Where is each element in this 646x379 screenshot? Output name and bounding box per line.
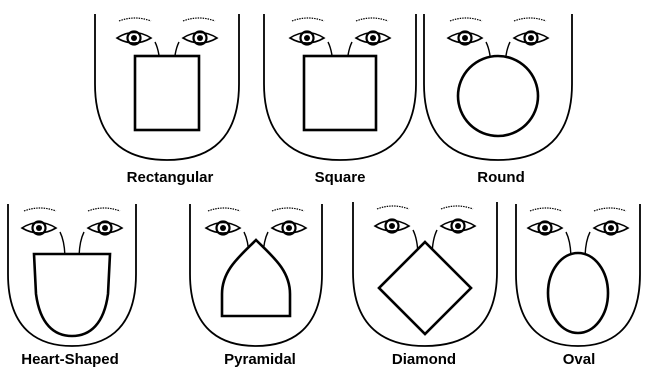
- label-pyramidal: Pyramidal: [224, 352, 296, 367]
- eye-icon: [272, 222, 306, 235]
- eye-icon: [375, 220, 409, 233]
- label-heart-shaped: Heart-Shaped: [21, 352, 119, 367]
- eye-icon: [290, 32, 324, 45]
- eye-icon: [88, 222, 122, 235]
- eyebrow: [208, 208, 240, 211]
- eye-icon: [448, 32, 482, 45]
- shape-pyramidal: [222, 240, 290, 316]
- eyebrow: [441, 206, 473, 209]
- label-rectangular: Rectangular: [127, 170, 214, 185]
- label-round: Round: [477, 170, 524, 185]
- eye-icon: [514, 32, 548, 45]
- eye-icon: [441, 220, 475, 233]
- face-square: [264, 14, 416, 160]
- eye-icon: [594, 222, 628, 235]
- eyebrow: [183, 18, 215, 21]
- face-oval: [516, 204, 640, 346]
- label-diamond: Diamond: [392, 352, 456, 367]
- eyebrow: [514, 18, 546, 21]
- eye-icon: [117, 32, 151, 45]
- eyebrow: [88, 208, 120, 211]
- eye-icon: [528, 222, 562, 235]
- label-square: Square: [315, 170, 366, 185]
- eyebrow: [594, 208, 626, 211]
- shape-rectangular: [135, 56, 199, 130]
- shape-heart-shaped: [34, 254, 110, 336]
- shape-oval: [548, 253, 608, 333]
- shape-diamond: [379, 242, 471, 334]
- face-round: [424, 14, 572, 160]
- eyebrow: [450, 18, 482, 21]
- eyebrow: [272, 208, 304, 211]
- face-heart-shaped: [8, 204, 136, 346]
- eyebrow: [377, 206, 409, 209]
- shape-square: [304, 56, 376, 130]
- eye-icon: [22, 222, 56, 235]
- eyebrow: [356, 18, 388, 21]
- eyebrow: [24, 208, 56, 211]
- eyebrow: [292, 18, 324, 21]
- face-pyramidal: [190, 204, 322, 346]
- eyebrow: [119, 18, 151, 21]
- face-diamond: [353, 202, 497, 346]
- label-oval: Oval: [563, 352, 596, 367]
- shape-round: [458, 56, 538, 136]
- eye-icon: [183, 32, 217, 45]
- face-rectangular: [95, 14, 239, 160]
- eyebrow: [530, 208, 562, 211]
- eye-icon: [356, 32, 390, 45]
- eye-icon: [206, 222, 240, 235]
